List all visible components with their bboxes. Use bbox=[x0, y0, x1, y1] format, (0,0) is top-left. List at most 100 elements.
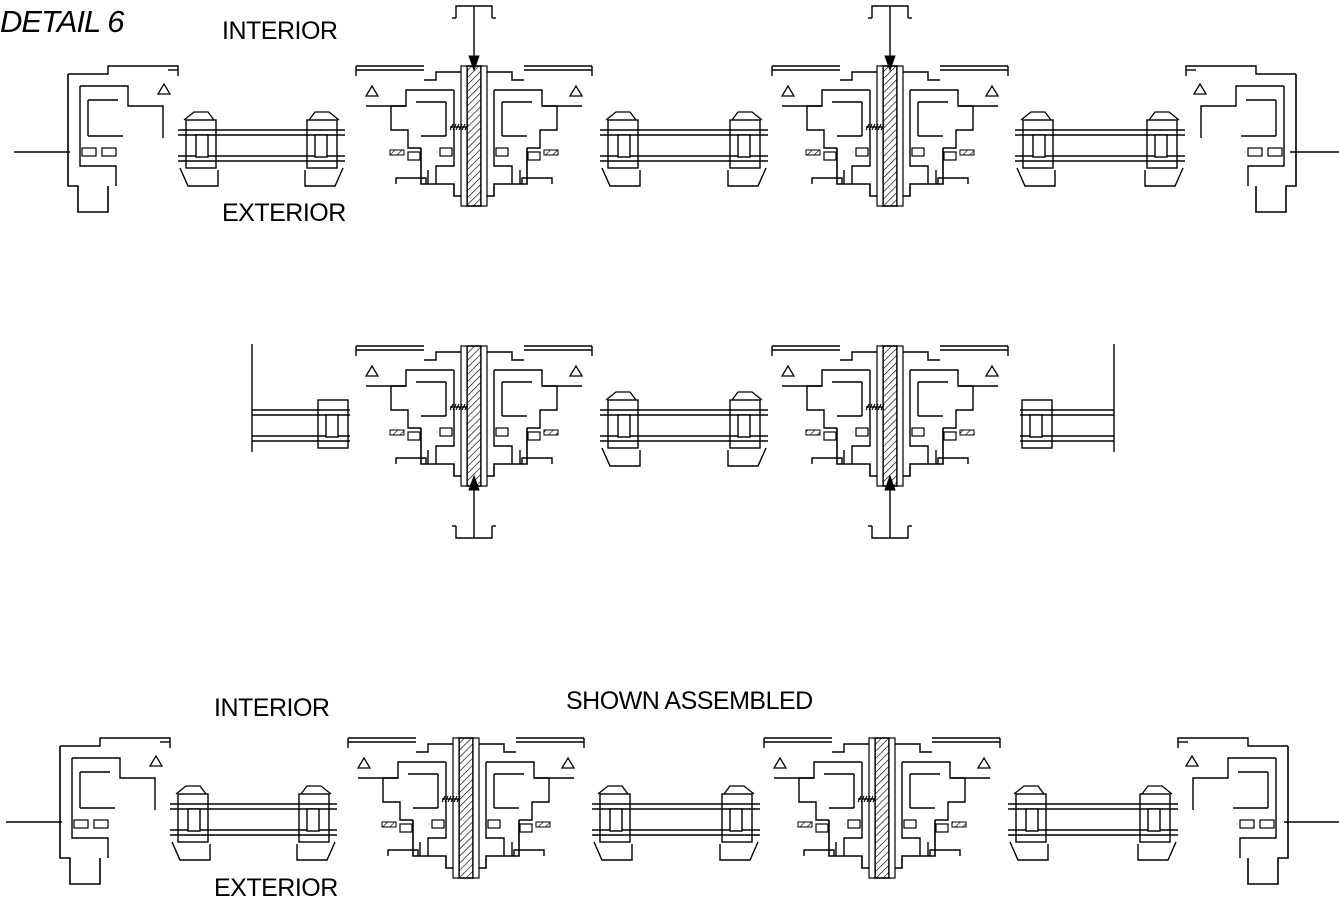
gasket-wedge bbox=[364, 364, 380, 377]
mullion-assembly bbox=[347, 737, 585, 879]
top-exterior-label: EXTERIOR bbox=[222, 199, 346, 227]
profile-outline bbox=[1200, 85, 1284, 138]
profile-chamber bbox=[911, 427, 925, 437]
exterior-stop bbox=[296, 841, 336, 861]
profile-outline bbox=[902, 761, 966, 821]
weather-strip bbox=[951, 821, 967, 828]
sash-box bbox=[607, 399, 639, 449]
profile-chamber bbox=[847, 819, 861, 829]
profile-outline bbox=[910, 89, 974, 149]
profile-outline bbox=[806, 89, 870, 149]
profile-outline bbox=[840, 351, 878, 361]
profile-chamber bbox=[439, 147, 453, 157]
gasket-wedge bbox=[984, 364, 1000, 377]
profile-outline bbox=[1247, 746, 1289, 885]
profile-chamber bbox=[1259, 819, 1275, 829]
mullion-assembly bbox=[771, 345, 1009, 487]
coupler-side bbox=[480, 345, 488, 487]
profile-outline bbox=[485, 66, 528, 197]
coupler-core bbox=[882, 65, 898, 207]
profile-chamber bbox=[823, 431, 837, 441]
weather-strip bbox=[959, 429, 975, 436]
profile-outline bbox=[424, 71, 462, 81]
glazing-unit bbox=[1015, 111, 1185, 187]
glazing-unit bbox=[178, 111, 345, 187]
jamb-frame bbox=[1177, 737, 1289, 885]
profile-outline bbox=[1247, 86, 1285, 186]
exterior-stop bbox=[593, 841, 633, 861]
profile-line bbox=[464, 123, 469, 131]
profile-chamber bbox=[407, 151, 421, 161]
profile-chamber bbox=[527, 151, 541, 161]
mullion-assembly bbox=[771, 65, 1009, 207]
profile-chamber bbox=[495, 427, 509, 437]
glazing-unit bbox=[170, 785, 337, 861]
profile-outline bbox=[72, 757, 156, 810]
profile-chamber bbox=[823, 151, 837, 161]
jamb-frame bbox=[59, 737, 171, 885]
gasket-wedge bbox=[568, 84, 584, 97]
profile-outline bbox=[387, 849, 419, 856]
profile-outline bbox=[395, 457, 427, 464]
profile-outline bbox=[494, 369, 558, 429]
sash-box bbox=[721, 793, 753, 843]
setting-block bbox=[609, 808, 623, 832]
exterior-stop bbox=[719, 841, 759, 861]
weather-strip bbox=[805, 149, 821, 156]
gasket-wedge bbox=[780, 84, 796, 97]
setting-block bbox=[617, 414, 631, 438]
sash-box bbox=[1021, 399, 1053, 449]
profile-outline bbox=[478, 743, 516, 753]
profile-outline bbox=[67, 74, 109, 213]
exterior-stop bbox=[1009, 841, 1049, 861]
coupler-side bbox=[480, 65, 488, 207]
glazing-bead bbox=[731, 391, 763, 401]
weather-strip bbox=[543, 429, 559, 436]
profile-outline bbox=[80, 85, 164, 138]
profile-outline bbox=[893, 738, 936, 869]
glazing-unit bbox=[600, 391, 768, 467]
coupler-core bbox=[882, 345, 898, 487]
gasket-wedge bbox=[156, 82, 172, 95]
bottom-exterior-label: EXTERIOR bbox=[214, 874, 338, 900]
gasket-wedge bbox=[1184, 754, 1200, 767]
coupler-core bbox=[874, 737, 890, 879]
sash-box bbox=[1139, 793, 1171, 843]
profile-outline bbox=[909, 90, 929, 184]
mullion-assembly bbox=[763, 737, 1001, 879]
setting-block bbox=[737, 134, 751, 158]
sash-box bbox=[729, 119, 761, 169]
profile-outline bbox=[806, 369, 870, 429]
sash-box bbox=[185, 119, 217, 169]
bottom-interior-label: INTERIOR bbox=[214, 694, 330, 722]
glazing-unit bbox=[1008, 785, 1178, 861]
glazing-unit bbox=[600, 111, 768, 187]
gasket-wedge bbox=[976, 756, 992, 769]
gasket-wedge bbox=[148, 754, 164, 767]
setting-block bbox=[729, 808, 743, 832]
profile-outline bbox=[494, 89, 558, 149]
setting-block bbox=[1147, 808, 1161, 832]
exterior-stop bbox=[1016, 167, 1056, 187]
glazing-bead bbox=[300, 785, 332, 795]
profile-outline bbox=[485, 346, 528, 477]
profile-chamber bbox=[815, 823, 829, 833]
sash-box bbox=[607, 119, 639, 169]
sash-box bbox=[729, 399, 761, 449]
setting-block bbox=[314, 134, 328, 158]
weather-strip bbox=[389, 429, 405, 436]
profile-outline bbox=[420, 66, 463, 197]
profile-outline bbox=[390, 89, 454, 149]
profile-outline bbox=[71, 758, 109, 858]
profile-outline bbox=[1239, 758, 1277, 858]
gasket-wedge bbox=[984, 84, 1000, 97]
profile-outline bbox=[902, 71, 940, 81]
sash-box bbox=[1022, 119, 1054, 169]
profile-outline bbox=[68, 65, 179, 76]
setting-block bbox=[1025, 808, 1039, 832]
coupler-side bbox=[876, 345, 884, 487]
exterior-stop bbox=[601, 447, 641, 467]
profile-chamber bbox=[1267, 147, 1283, 157]
setting-block bbox=[195, 134, 209, 158]
